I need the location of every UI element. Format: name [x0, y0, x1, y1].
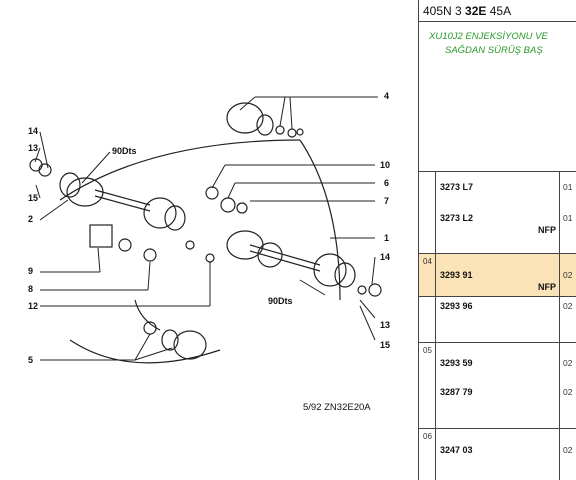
callout-10: 10 [380, 160, 391, 170]
column-divider [435, 297, 436, 343]
callout-13-right: 13 [380, 320, 391, 330]
nfp-flag: NFP [538, 282, 556, 292]
callout-2: 2 [28, 214, 34, 224]
callout-1: 1 [384, 233, 390, 243]
column-divider [435, 254, 436, 297]
reference-header: 405N 3 32E 45A [419, 0, 576, 22]
callout-7: 7 [384, 196, 390, 206]
callout-9: 9 [28, 266, 34, 276]
column-divider [559, 343, 560, 429]
part-number[interactable]: 3287 79 [440, 387, 473, 397]
parts-group-highlighted[interactable]: 04 3293 91 02 NFP [419, 254, 576, 297]
part-number[interactable]: 3273 L7 [440, 182, 474, 192]
group-number: 04 [423, 257, 432, 266]
column-divider [559, 254, 560, 297]
quantity: 01 [563, 182, 573, 192]
parts-group: 3293 96 02 [419, 297, 576, 343]
parts-group: 3273 L7 01 3273 L2 01 NFP [419, 171, 576, 254]
part-number[interactable]: 3273 L2 [440, 213, 474, 223]
part-number[interactable]: 3247 03 [440, 445, 473, 455]
parts-list-panel: 405N 3 32E 45A XU10J2 ENJEKSİYONU VE SAĞ… [418, 0, 576, 480]
callout-4: 4 [384, 91, 390, 101]
parts-group: 05 3293 59 02 3287 79 02 [419, 343, 576, 429]
callout-12: 12 [28, 301, 39, 311]
part-number[interactable]: 3293 91 [440, 270, 473, 280]
description-box: XU10J2 ENJEKSİYONU VE SAĞDAN SÜRÜŞ BAŞ [419, 23, 576, 172]
quantity: 02 [563, 445, 573, 455]
diagram-footer-code: 5/92 ZN32E20A [303, 402, 371, 413]
callout-13: 13 [28, 143, 39, 153]
quantity: 02 [563, 358, 573, 368]
quantity: 02 [563, 387, 573, 397]
column-divider [435, 171, 436, 254]
column-divider [559, 297, 560, 343]
drive-shaft-drawing [29, 96, 382, 364]
column-divider [559, 171, 560, 254]
callout-90dts-right: 90Dts [268, 296, 293, 306]
quantity: 02 [563, 301, 573, 311]
callout-90dts-left: 90Dts [112, 146, 137, 156]
callout-15-right: 15 [380, 340, 391, 350]
callout-15: 15 [28, 193, 39, 203]
callout-8: 8 [28, 284, 34, 294]
ref-suffix: 45A [486, 4, 512, 18]
quantity: 02 [563, 270, 573, 280]
quantity: 01 [563, 213, 573, 223]
part-number[interactable]: 3293 59 [440, 358, 473, 368]
column-divider [559, 429, 560, 480]
column-divider [435, 343, 436, 429]
group-number: 06 [423, 432, 432, 441]
ref-bold: 32E [465, 4, 487, 18]
callout-5: 5 [28, 355, 34, 365]
description-line-1: XU10J2 ENJEKSİYONU VE [429, 31, 548, 42]
nfp-flag: NFP [538, 225, 556, 235]
column-divider [435, 429, 436, 480]
description-line-2: SAĞDAN SÜRÜŞ BAŞ [445, 45, 543, 56]
callout-14: 14 [28, 126, 39, 136]
exploded-parts-diagram: 14 13 15 2 90Dts 4 10 6 7 1 9 8 12 14 90… [28, 91, 391, 413]
callout-6: 6 [384, 178, 390, 188]
group-number: 05 [423, 346, 432, 355]
ref-prefix: 405N 3 [423, 4, 466, 18]
parts-group: 06 3247 03 02 [419, 429, 576, 480]
callout-14-right: 14 [380, 252, 391, 262]
part-number[interactable]: 3293 96 [440, 301, 473, 311]
